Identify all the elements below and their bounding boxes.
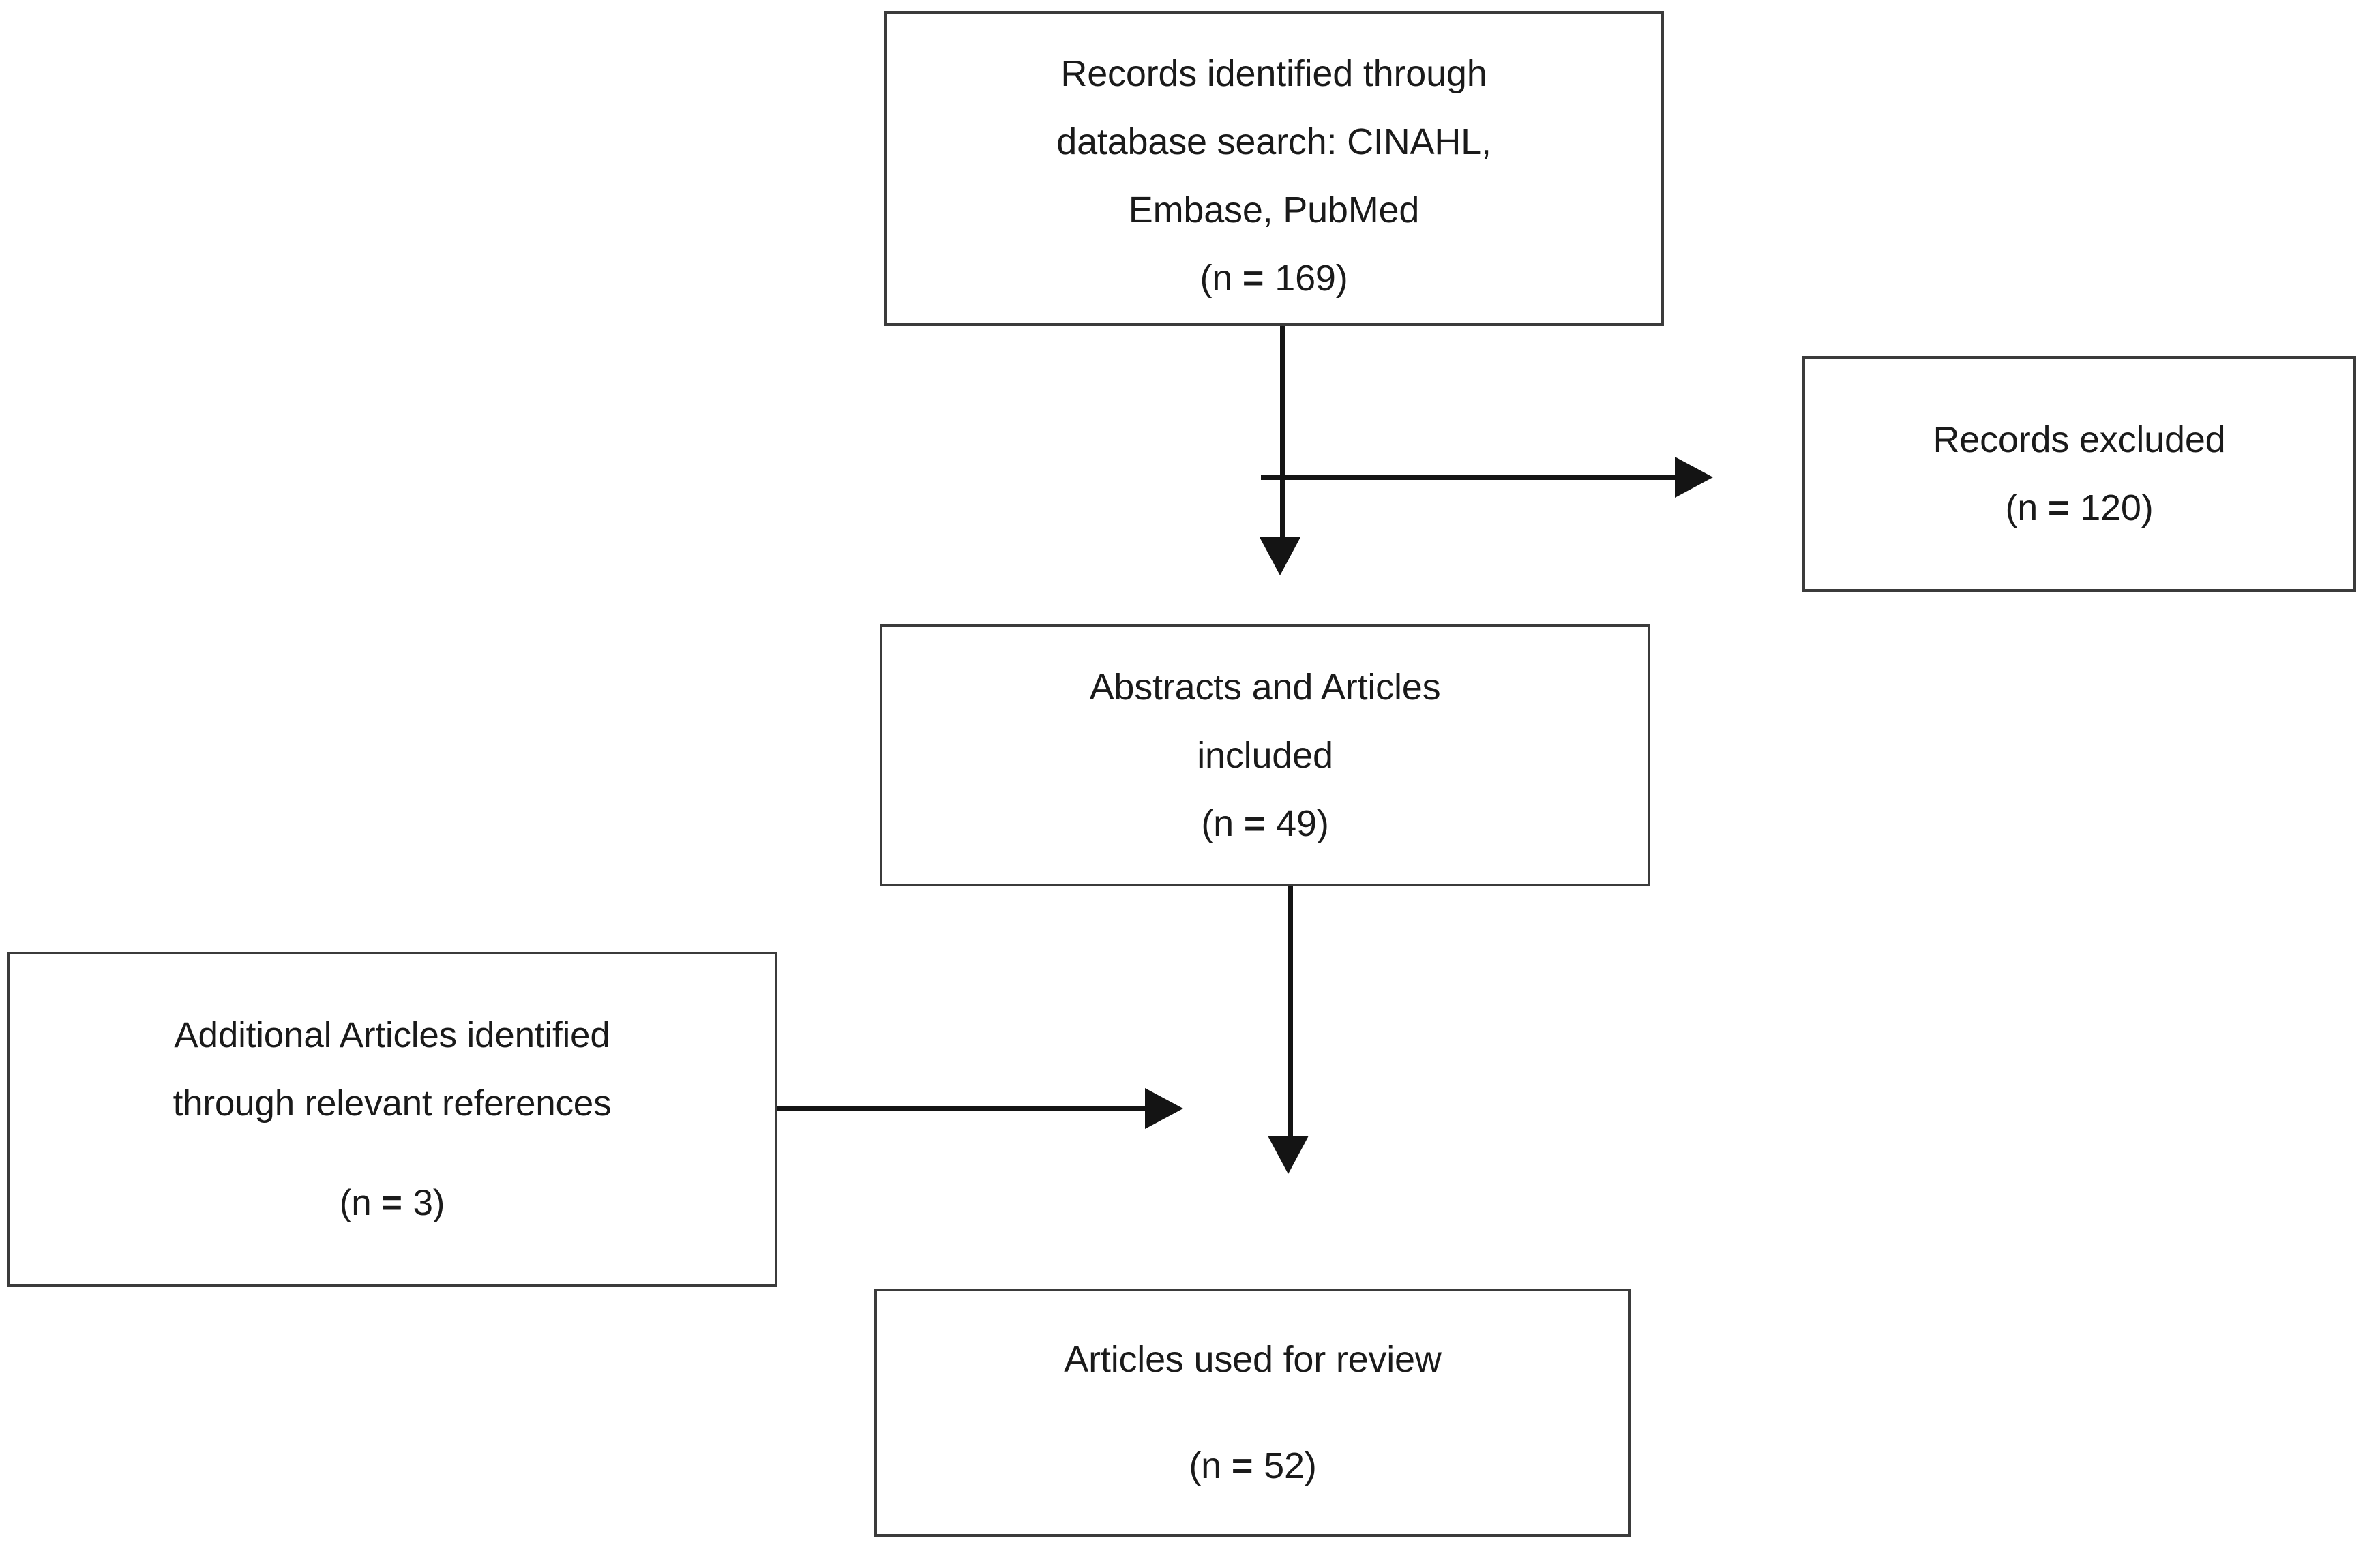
- arrow-down-icon-identified-to-abstracts: [1260, 537, 1300, 575]
- connector-identified-to-abstracts-line: [1280, 326, 1285, 539]
- additional-articles-line-2: through relevant references: [173, 1083, 612, 1124]
- node-articles-review: Articles used for review (n = 52): [874, 1289, 1631, 1537]
- node-abstracts-included: Abstracts and Articles included (n = 49): [880, 624, 1650, 886]
- records-excluded-line-1: Records excluded: [1933, 419, 2226, 460]
- node-records-identified: Records identified through database sear…: [884, 11, 1664, 326]
- arrow-right-icon-additional-to-review: [1145, 1088, 1183, 1129]
- additional-articles-count: (n = 3): [339, 1183, 445, 1223]
- articles-review-line-1: Articles used for review: [1064, 1339, 1442, 1380]
- abstracts-included-line-2: included: [1197, 735, 1333, 776]
- records-excluded-count: (n = 120): [2005, 487, 2154, 528]
- records-identified-line-2: database search: CINAHL,: [1056, 121, 1491, 162]
- arrow-right-icon-identified-to-excluded: [1675, 457, 1713, 498]
- records-identified-line-3: Embase, PubMed: [1128, 190, 1420, 230]
- additional-articles-line-1: Additional Articles identified: [174, 1015, 610, 1055]
- connector-identified-to-excluded-line: [1261, 475, 1677, 480]
- node-additional-articles: Additional Articles identified through r…: [7, 952, 777, 1287]
- records-identified-line-1: Records identified through: [1060, 53, 1487, 94]
- node-records-excluded: Records excluded (n = 120): [1802, 356, 2356, 592]
- abstracts-included-line-1: Abstracts and Articles: [1089, 667, 1441, 708]
- articles-review-count: (n = 52): [1189, 1445, 1317, 1486]
- connector-abstracts-to-review-line: [1288, 886, 1293, 1137]
- connector-additional-to-review-line: [777, 1106, 1147, 1111]
- arrow-down-icon-abstracts-to-review: [1268, 1136, 1309, 1174]
- records-identified-count: (n = 169): [1200, 258, 1348, 299]
- abstracts-included-count: (n = 49): [1201, 803, 1329, 844]
